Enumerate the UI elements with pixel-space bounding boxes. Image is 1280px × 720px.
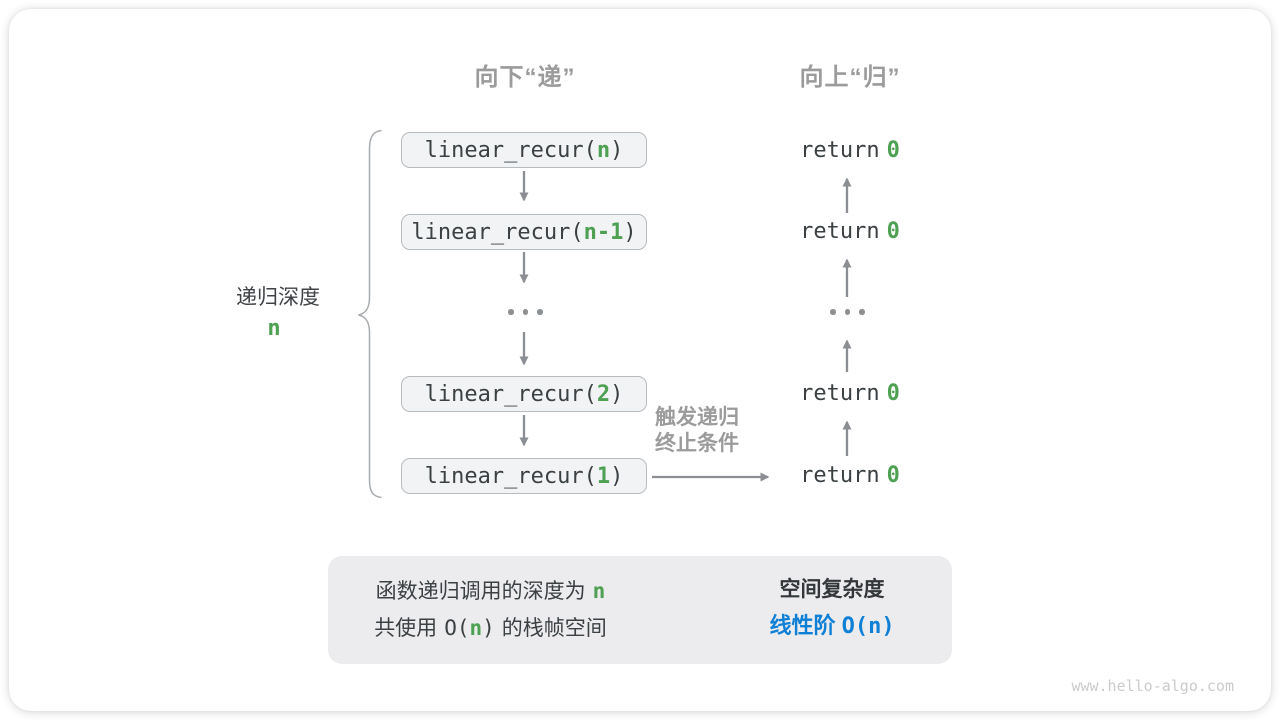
return-keyword: return xyxy=(800,138,880,163)
ellipsis-icon xyxy=(508,309,543,315)
result-value-code: O(n) xyxy=(841,614,895,639)
call-arg: 1 xyxy=(596,463,611,489)
return-keyword: return xyxy=(800,219,880,244)
call-suffix: ) xyxy=(610,381,624,407)
call-prefix: linear_recur( xyxy=(424,381,597,407)
return-value: 0 xyxy=(886,219,900,244)
dot-icon xyxy=(844,309,850,315)
call-suffix: ) xyxy=(610,137,624,163)
result-value: 线性阶 O(n) xyxy=(742,606,922,647)
summary-line2-pre: 共使用 xyxy=(374,617,438,640)
call-box-1: linear_recur(1) xyxy=(401,458,647,494)
call-arg: 2 xyxy=(596,381,611,407)
descend-header: 向下“递” xyxy=(474,64,576,91)
return-value: 0 xyxy=(886,138,900,163)
big-o-value: n xyxy=(469,616,483,640)
summary-line2: 共使用 O(n) 的栈帧空间 xyxy=(338,610,643,647)
summary-box xyxy=(328,556,952,664)
dot-icon xyxy=(830,309,836,315)
recursion-depth-label: 递归深度 xyxy=(236,286,320,309)
summary-line1-value: n xyxy=(592,579,606,603)
result-value-text: 线性阶 xyxy=(769,613,836,638)
return-keyword: return xyxy=(800,381,880,406)
call-suffix: ) xyxy=(623,219,637,245)
return-value: 0 xyxy=(886,463,900,488)
call-box-n: linear_recur(n) xyxy=(401,132,647,168)
call-prefix: linear_recur( xyxy=(411,219,584,245)
call-box-n-1: linear_recur(n-1) xyxy=(401,214,647,250)
summary-result: 空间复杂度 线性阶 O(n) xyxy=(742,574,922,647)
dot-icon xyxy=(508,309,514,315)
call-arg: n-1 xyxy=(583,219,624,245)
ascend-header: 向上“归” xyxy=(799,64,901,91)
dot-icon xyxy=(522,309,528,315)
big-o-close: ) xyxy=(482,616,495,640)
dot-icon xyxy=(537,309,543,315)
return-value: 0 xyxy=(886,381,900,406)
call-prefix: linear_recur( xyxy=(424,137,597,163)
watermark: www.hello-algo.com xyxy=(1071,677,1234,695)
call-suffix: ) xyxy=(610,463,624,489)
call-box-2: linear_recur(2) xyxy=(401,376,647,412)
dot-icon xyxy=(859,309,865,315)
call-arg: n xyxy=(596,137,611,163)
call-prefix: linear_recur( xyxy=(424,463,597,489)
base-case-label: 触发递归 终止条件 xyxy=(632,405,762,457)
result-title: 空间复杂度 xyxy=(779,578,885,601)
return-keyword: return xyxy=(800,463,880,488)
summary-line1-text: 函数递归调用的深度为 xyxy=(375,580,586,603)
summary-line1: 函数递归调用的深度为 n xyxy=(338,573,643,610)
ellipsis-icon xyxy=(830,309,865,315)
base-case-label-line2: 终止条件 xyxy=(655,432,739,455)
summary-line2-post: 的栈帧空间 xyxy=(501,617,607,640)
big-o-open: O( xyxy=(444,616,470,640)
recursion-depth-value: n xyxy=(267,316,281,341)
base-case-label-line1: 触发递归 xyxy=(655,406,739,429)
